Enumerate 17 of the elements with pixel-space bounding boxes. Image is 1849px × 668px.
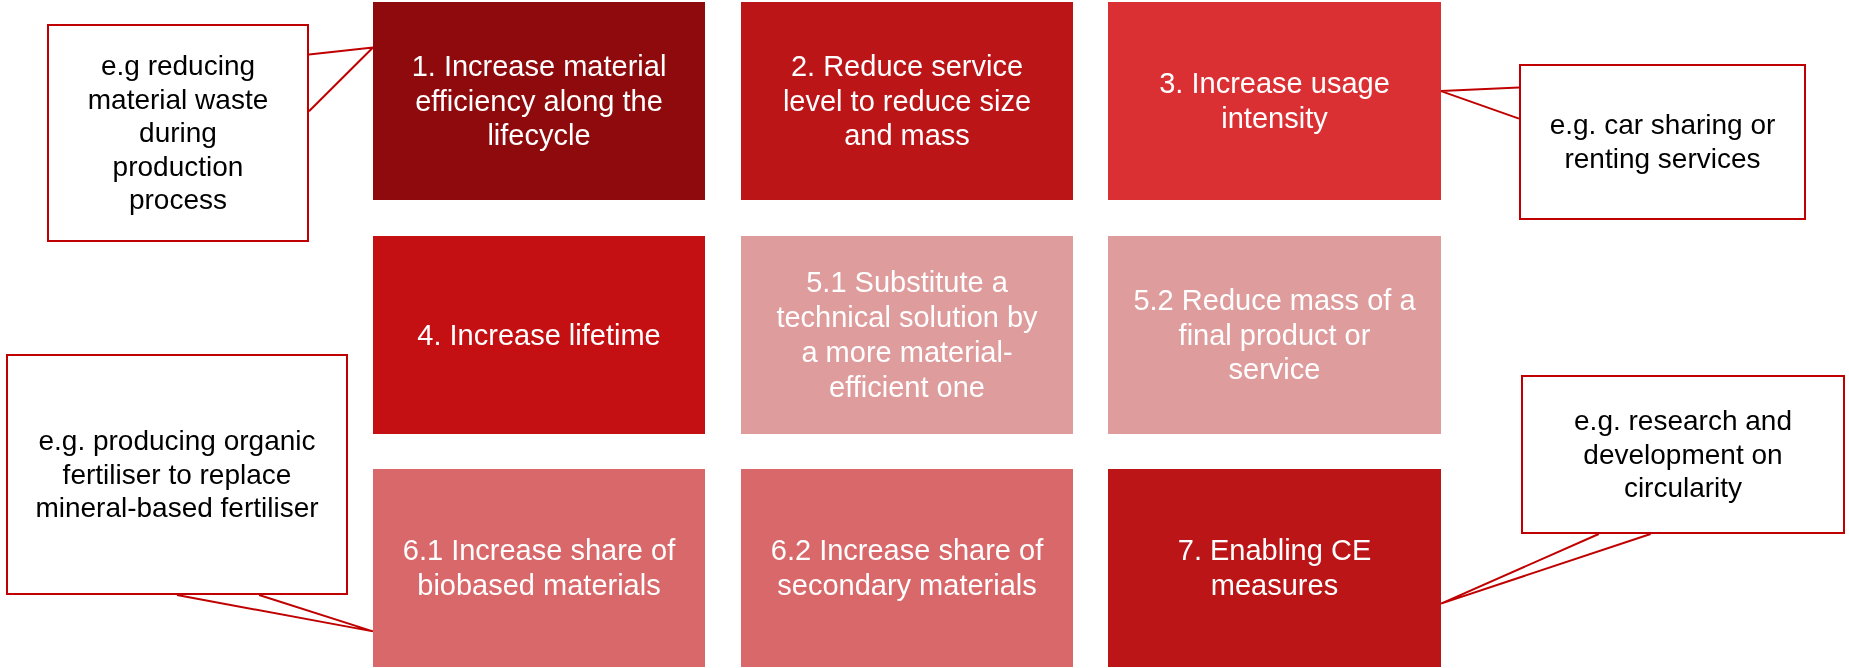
strategy-tile: 4. Increase lifetime <box>373 236 705 434</box>
strategy-tile: 3. Increase usage intensity <box>1108 2 1441 200</box>
callout-pointer <box>176 594 374 633</box>
strategy-tile: 2. Reduce service level to reduce size and mass <box>741 2 1073 200</box>
callout-box: e.g. research and development on circularity <box>1521 375 1845 534</box>
strategy-tile: 5.1 Substitute a technical solution by a more material-efficient one <box>741 236 1073 434</box>
callout-box: e.g. producing organic fertiliser to replace mineral-based fertiliser <box>6 354 348 595</box>
callout-pointer <box>1440 533 1652 605</box>
strategy-tile: 5.2 Reduce mass of a final product or service <box>1108 236 1441 434</box>
strategy-tile: 6.1 Increase share of biobased materials <box>373 469 705 667</box>
callout-pointer <box>308 46 374 113</box>
strategy-tile: 7. Enabling CE measures <box>1108 469 1441 667</box>
strategy-tile: 1. Increase material efficiency along the lifecycle <box>373 2 705 200</box>
callout-box: e.g. car sharing or renting services <box>1519 64 1806 220</box>
callout-pointer <box>1440 86 1520 120</box>
strategy-tile: 6.2 Increase share of secondary materials <box>741 469 1073 667</box>
callout-box: e.g reducing material waste during production process <box>47 24 309 242</box>
